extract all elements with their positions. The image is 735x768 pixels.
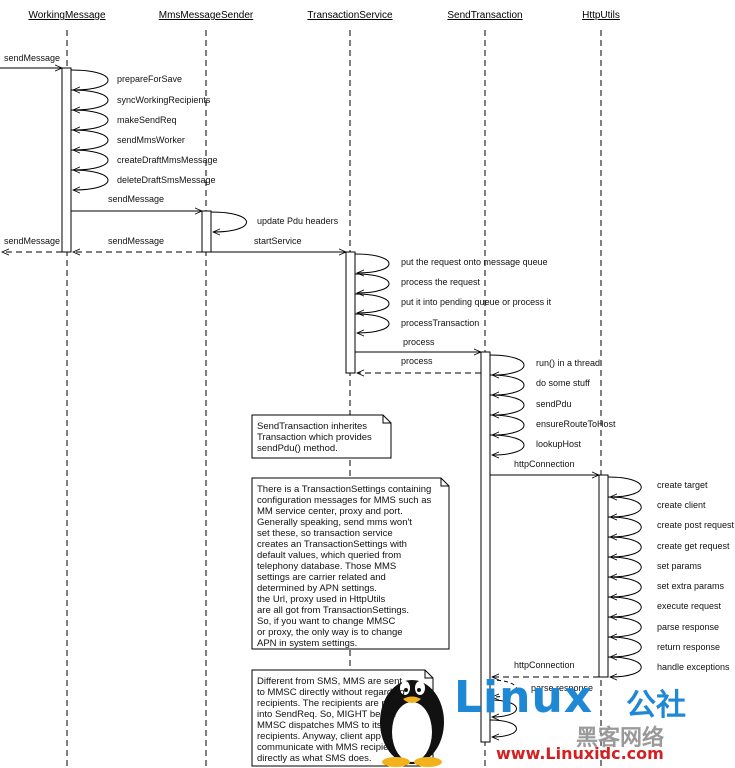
participant-label: MmsMessageSender <box>159 10 254 21</box>
message-label: update Pdu headers <box>257 216 339 226</box>
watermark-url: www.Linuxidc.com <box>496 744 664 763</box>
message-label: deleteDraftSmsMessage <box>117 175 216 185</box>
message-label: ensureRouteToHost <box>536 419 616 429</box>
self-call-arrow <box>608 637 641 657</box>
message-label: process <box>401 356 433 366</box>
note-transaction-settings: There is a TransactionSettings containin… <box>257 484 431 649</box>
message-label: create get request <box>657 541 730 551</box>
activation-mms-message-sender <box>202 211 211 252</box>
message-label: process <box>403 337 435 347</box>
message-label: return response <box>657 642 720 652</box>
self-call-arrow <box>71 130 108 150</box>
message-label: startService <box>254 236 302 246</box>
message-label: lookupHost <box>536 439 582 449</box>
participant-transaction-service: TransactionService <box>307 10 393 21</box>
message-label: createDraftMmsMessage <box>117 155 218 165</box>
self-call-arrow <box>490 355 524 375</box>
message-label: sendMessage <box>4 53 60 63</box>
message-label: put the request onto message queue <box>401 257 548 267</box>
message-label: process the request <box>401 277 481 287</box>
watermark-brand-cn: 公社 <box>626 680 686 724</box>
message-label: processTransaction <box>401 318 479 328</box>
self-call-arrow <box>490 395 524 415</box>
message-label: sendMessage <box>4 236 60 246</box>
self-call-arrow <box>355 274 389 293</box>
self-call-arrow <box>608 557 641 577</box>
participant-label: WorkingMessage <box>28 10 106 21</box>
message-label: run() in a thread <box>536 358 600 368</box>
message-label: create post request <box>657 520 735 530</box>
self-call-arrow <box>608 597 641 617</box>
participant-working-message: WorkingMessage <box>28 10 106 21</box>
participant-label: TransactionService <box>307 10 393 21</box>
message-label: parse response <box>657 622 719 632</box>
message-label: syncWorkingRecipients <box>117 95 211 105</box>
activation-http-utils <box>599 475 608 677</box>
self-call-arrow <box>608 537 641 557</box>
message-label: sendPdu <box>536 399 572 409</box>
message-label: execute request <box>657 601 722 611</box>
self-call-arrow <box>71 70 108 90</box>
message-label: put it into pending queue or process it <box>401 297 552 307</box>
self-call-arrow <box>355 254 389 273</box>
watermark-brand: Linux <box>454 672 593 723</box>
message-label: httpConnection <box>514 459 575 469</box>
note-send-transaction: SendTransaction inherites Transaction wh… <box>257 421 372 454</box>
participant-send-transaction: SendTransaction <box>447 10 522 21</box>
self-call-arrow <box>490 415 524 435</box>
self-call-arrow <box>608 517 641 537</box>
watermark-logo: Linux 公社 黑客网络 www.Linuxidc.com <box>376 668 735 768</box>
message-label: do some stuff <box>536 378 590 388</box>
message-label: set extra params <box>657 581 725 591</box>
self-call-arrow <box>490 375 524 395</box>
message-label: create client <box>657 500 706 510</box>
message-label: sendMessage <box>108 236 164 246</box>
participant-label: SendTransaction <box>447 10 522 21</box>
self-call-arrow <box>211 212 247 232</box>
self-call-arrow <box>608 477 641 497</box>
message-label: create target <box>657 480 708 490</box>
activation-working-message <box>62 68 71 252</box>
participant-mms-message-sender: MmsMessageSender <box>159 10 254 21</box>
self-call-arrow <box>608 617 641 637</box>
participant-label: HttpUtils <box>582 10 620 21</box>
self-call-arrow <box>608 577 641 597</box>
self-call-arrow <box>608 497 641 517</box>
message-label: set params <box>657 561 702 571</box>
participant-http-utils: HttpUtils <box>582 10 620 21</box>
message-label: sendMmsWorker <box>117 135 185 145</box>
self-call-arrow <box>490 435 524 455</box>
self-call-arrow <box>355 314 389 333</box>
self-call-arrow <box>71 90 108 110</box>
message-label: prepareForSave <box>117 74 182 84</box>
self-call-arrow <box>71 110 108 130</box>
self-call-arrow <box>355 294 389 313</box>
message-label: makeSendReq <box>117 115 177 125</box>
message-label: sendMessage <box>108 194 164 204</box>
self-call-arrow <box>71 170 108 190</box>
activation-transaction-service <box>346 252 355 373</box>
self-call-arrow <box>71 150 108 170</box>
